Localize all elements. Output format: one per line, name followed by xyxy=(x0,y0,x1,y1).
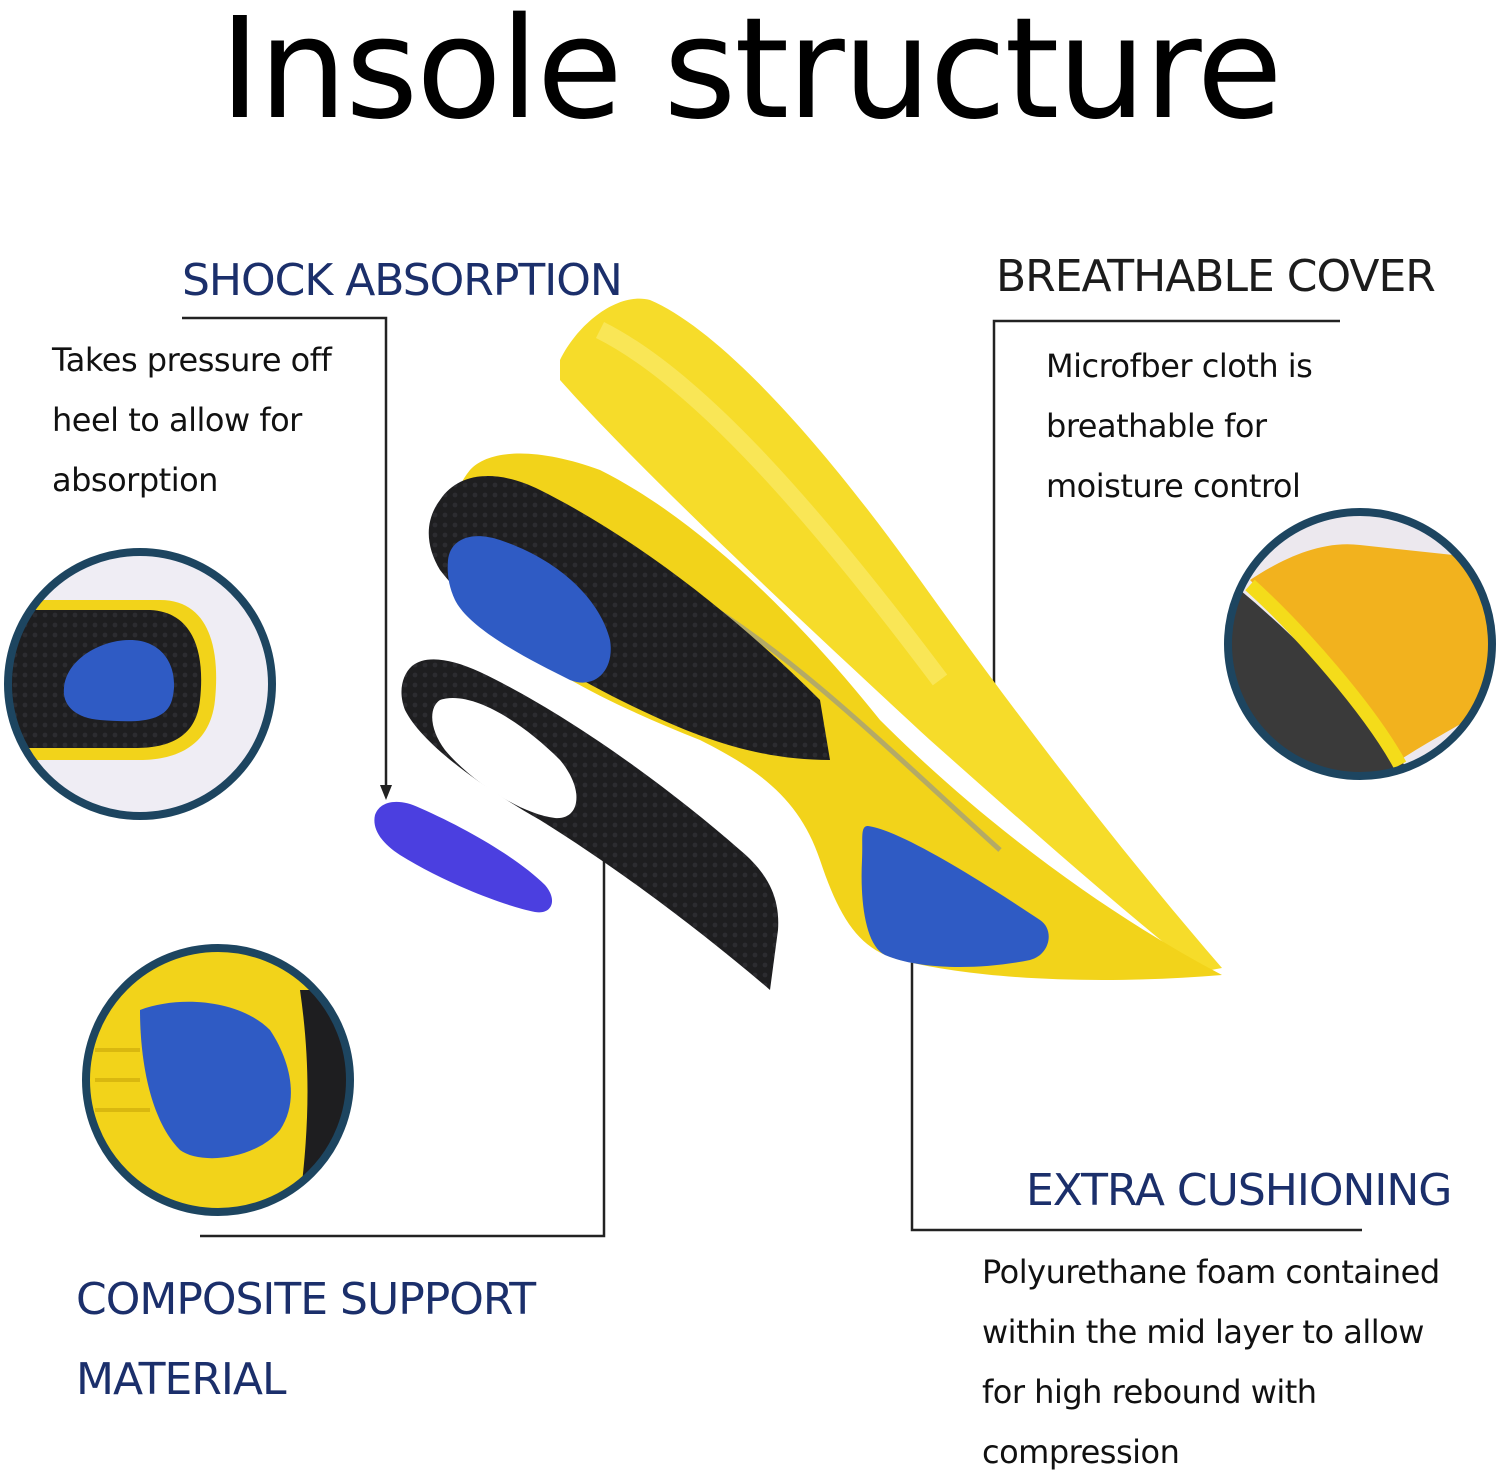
description-line: Microfber cloth is xyxy=(1046,347,1313,385)
composite-support-heading: COMPOSITE SUPPORT MATERIAL xyxy=(76,1260,536,1420)
heading-line: COMPOSITE SUPPORT xyxy=(76,1274,536,1325)
description-line: Polyurethane foam contained xyxy=(982,1253,1440,1291)
leader-composite-support xyxy=(200,830,606,1238)
breathable-cover-heading: BREATHABLE COVER xyxy=(996,251,1436,302)
shock-absorption-heading: SHOCK ABSORPTION xyxy=(182,255,623,306)
shock-absorption-pad xyxy=(374,801,553,913)
description-line: Takes pressure off xyxy=(52,341,332,379)
breathable-cover-description: Microfber cloth is breathable for moistu… xyxy=(1046,336,1313,516)
forefoot-detail-circle xyxy=(82,944,354,1216)
heading-line: MATERIAL xyxy=(76,1354,287,1405)
upper-black-layer xyxy=(428,476,830,760)
heel-detail-circle xyxy=(4,548,276,820)
leader-lines xyxy=(182,316,1362,1238)
description-line: within the mid layer to allow xyxy=(982,1313,1424,1351)
extra-cushioning-heading: EXTRA CUSHIONING xyxy=(1026,1165,1452,1216)
forefoot-gel-pad xyxy=(861,826,1049,967)
cover-detail-circle xyxy=(1224,508,1496,780)
description-line: moisture control xyxy=(1046,467,1301,505)
description-line: heel to allow for xyxy=(52,401,302,439)
breathable-cover-layer xyxy=(560,298,1222,972)
description-line: for high rebound with xyxy=(982,1373,1317,1411)
page-title: Insole structure xyxy=(219,0,1282,151)
description-line: breathable for xyxy=(1046,407,1267,445)
arrow-shock-absorption xyxy=(380,785,392,800)
description-line: absorption xyxy=(52,461,218,499)
leader-breathable-cover xyxy=(992,319,1340,745)
leader-shock-absorption xyxy=(182,316,388,790)
description-line: compression xyxy=(982,1433,1180,1471)
heel-gel-pad xyxy=(447,536,611,683)
extra-cushioning-description: Polyurethane foam contained within the m… xyxy=(982,1242,1440,1482)
shock-absorption-description: Takes pressure off heel to allow for abs… xyxy=(52,330,332,510)
